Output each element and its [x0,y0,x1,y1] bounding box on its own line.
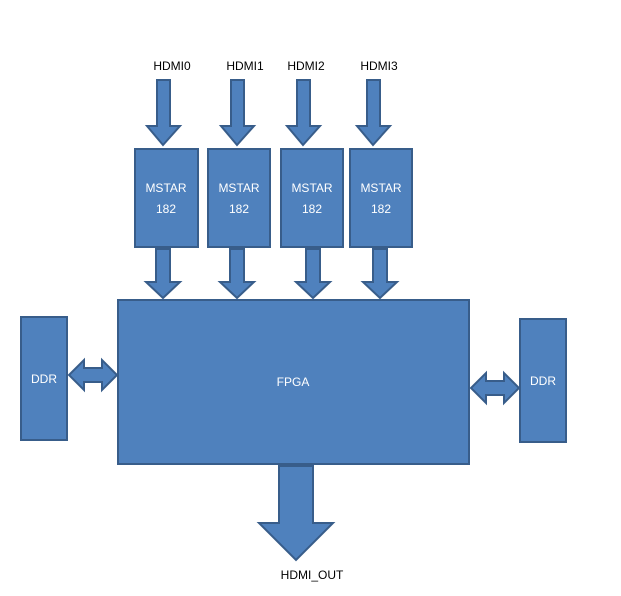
ddr-right-bidirectional-arrow [469,370,521,406]
mstar-chip-1-name: MSTAR [218,181,259,195]
hdmi2-label: HDMI2 [287,59,325,73]
mstar-chip-2 [280,148,344,248]
ddr-left-block [20,316,68,441]
ddr-right-label: DDR [530,374,556,388]
mstar-chip-1 [207,148,271,248]
hdmi1-input-arrow [218,79,257,147]
ddr-right-block [519,318,567,443]
hdmi3-label: HDMI3 [360,59,398,73]
mstar2-to-fpga-arrow [293,248,333,300]
mstar1-to-fpga-arrow [217,248,257,300]
mstar-chip-2-name: MSTAR [291,181,332,195]
hdmi0-input-arrow [144,79,183,147]
mstar-chip-3-name: MSTAR [360,181,401,195]
mstar-chip-3-model: 182 [371,202,391,216]
mstar-chip-1-model: 182 [229,202,249,216]
hdmi1-label: HDMI1 [226,59,264,73]
fpga-label: FPGA [277,375,310,389]
hdmi-out-label: HDMI_OUT [281,568,344,582]
ddr-left-label: DDR [31,372,57,386]
hdmi2-input-arrow [284,79,323,147]
fpga-to-hdmi-out-arrow [256,465,336,562]
mstar-chip-0-name: MSTAR [145,181,186,195]
mstar-chip-0 [134,148,199,248]
ddr-left-bidirectional-arrow [67,357,119,393]
mstar0-to-fpga-arrow [143,248,183,300]
fpga-block [117,299,470,465]
hdmi0-label: HDMI0 [153,59,191,73]
mstar-chip-2-model: 182 [302,202,322,216]
mstar3-to-fpga-arrow [360,248,400,300]
mstar-chip-0-model: 182 [156,202,176,216]
mstar-chip-3 [349,148,413,248]
hdmi3-input-arrow [354,79,393,147]
